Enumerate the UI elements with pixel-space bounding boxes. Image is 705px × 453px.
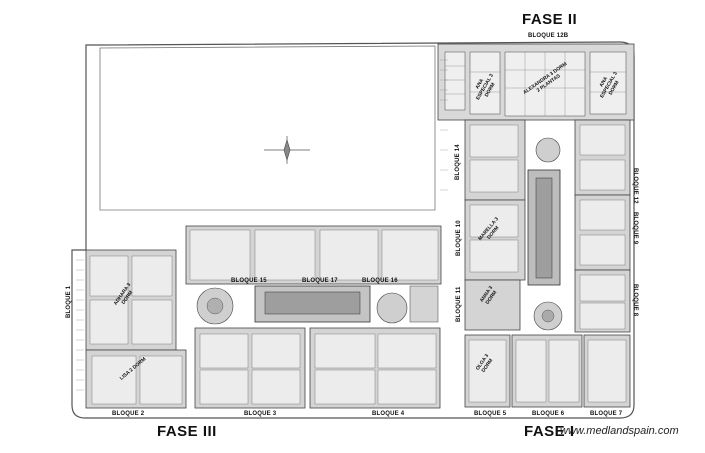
block-15-label: BLOQUE 15 <box>231 278 267 284</box>
block-17-label: BLOQUE 17 <box>302 278 338 284</box>
block-10-label: BLOQUE 10 <box>456 220 462 256</box>
phase-3-label: FASE III <box>157 423 217 440</box>
block-11-area <box>464 279 521 331</box>
compass-icon <box>264 136 310 164</box>
block-9-label: BLOQUE 9 <box>632 212 638 245</box>
block-16-label: BLOQUE 16 <box>362 278 398 284</box>
block-4-label: BLOQUE 4 <box>372 411 405 417</box>
block-6-label: BLOQUE 6 <box>532 411 565 417</box>
block-7-label: BLOQUE 7 <box>590 411 623 417</box>
phase-1-label: FASE I <box>524 423 575 440</box>
phase-2-label: FASE II <box>522 11 578 28</box>
block-2-label: BLOQUE 2 <box>112 411 145 417</box>
block-12b-label: BLOQUE 12B <box>528 33 569 39</box>
block-5-label: BLOQUE 5 <box>474 411 507 417</box>
block-12-label: BLOQUE 12 <box>632 168 638 204</box>
block-11-label: BLOQUE 11 <box>456 286 462 322</box>
block-14-label: BLOQUE 14 <box>455 144 461 180</box>
empty-plot <box>99 45 436 211</box>
block-3-label: BLOQUE 3 <box>244 411 277 417</box>
block-1-label: BLOQUE 1 <box>66 285 72 318</box>
watermark: www.medlandspain.com <box>560 425 679 437</box>
block-8-label: BLOQUE 8 <box>632 284 638 317</box>
